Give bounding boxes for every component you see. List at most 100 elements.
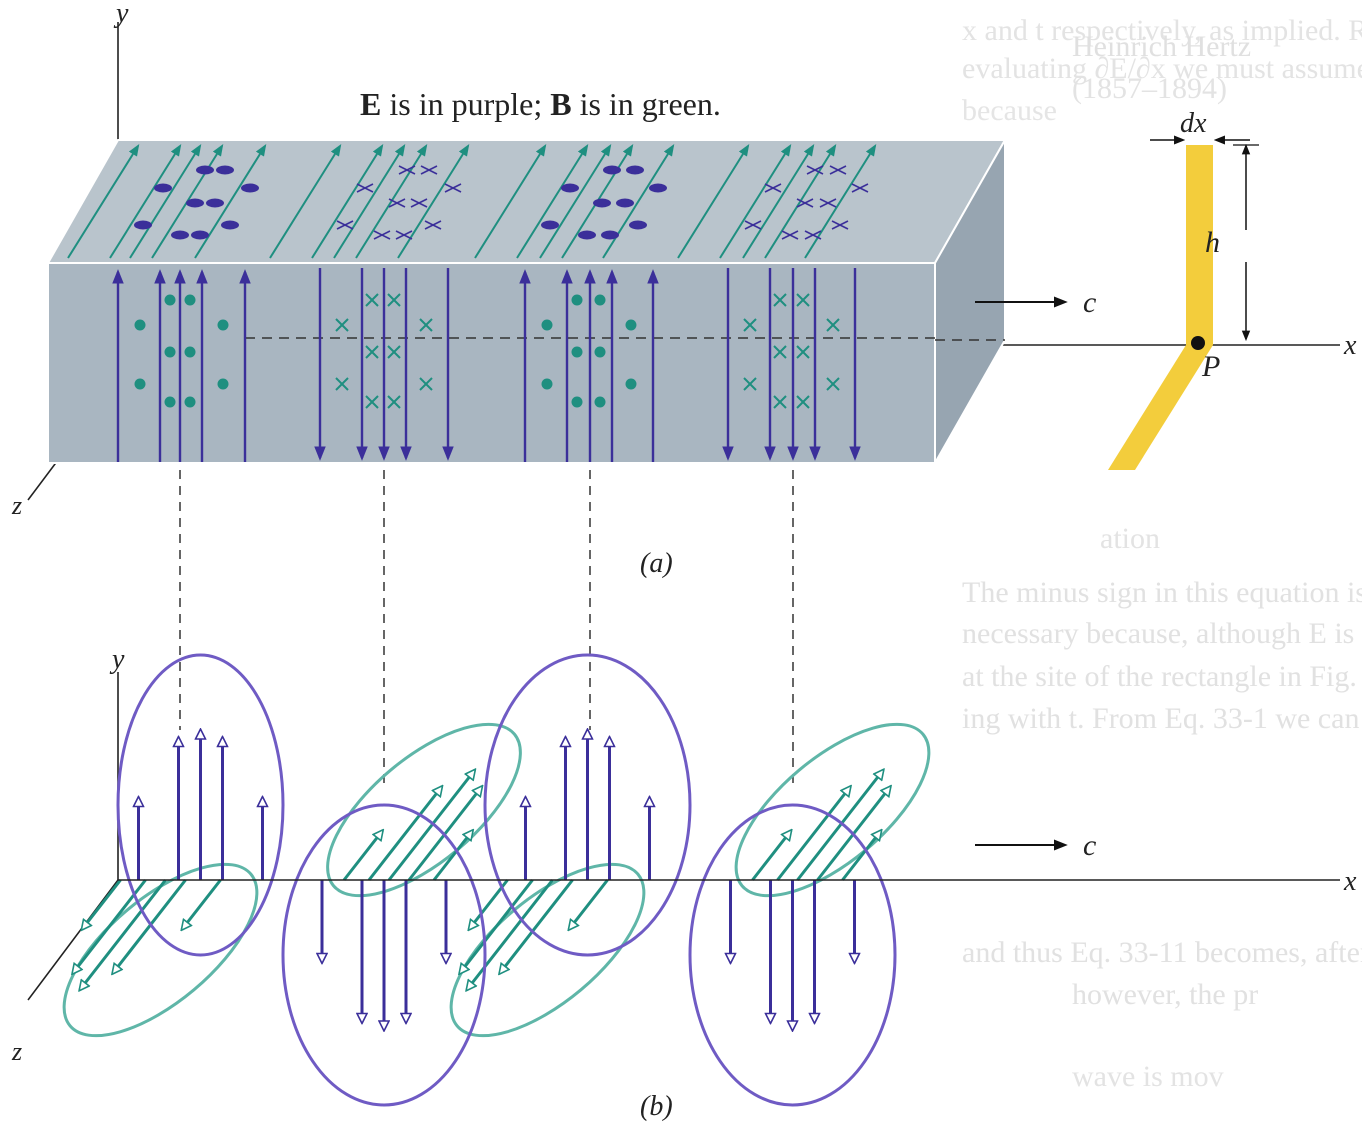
b-into-page-cross [419,318,433,332]
b-field-line [67,143,140,259]
top-dot [241,183,259,193]
cross-stroke [806,165,824,175]
top-cross [796,198,814,208]
cross-stroke [365,293,379,307]
point-p-label: P [1201,350,1220,383]
b-out-of-page-dot [594,346,606,358]
cross-stroke [335,377,349,391]
cross-stroke [851,183,869,193]
b-into-page-cross [387,395,401,409]
b-into-page-cross [773,395,787,409]
top-dot [601,230,619,240]
top-cross [806,165,824,175]
top-dot [221,220,239,230]
faded-text-line: ing with t. From Eq. 33-1 we can write [962,702,1362,735]
b-field-vector [467,879,554,990]
b-out-of-page-dot [571,396,583,408]
top-cross [420,165,438,175]
b-field-line [719,143,792,259]
wave-field-vectors [62,653,931,1107]
z-axis-b [27,879,119,1001]
b-out-of-page-dot [541,319,553,331]
top-dot [629,220,647,230]
cross-stroke [744,220,762,230]
cross-stroke [826,377,840,391]
b-field-vector [432,831,473,881]
b-into-page-cross [826,318,840,332]
top-cross [744,220,762,230]
b-out-of-page-dot [184,396,196,408]
cross-stroke [826,318,840,332]
cross-stroke [743,318,757,332]
cross-stroke [388,198,406,208]
b-field-vector [500,879,574,974]
b-into-page-cross [796,395,810,409]
e-field-loop [688,803,897,1107]
b-field-line [397,143,470,259]
projection-lines [179,470,794,790]
b-field-vector [82,879,122,930]
b-into-page-cross [743,318,757,332]
b-field-line [269,143,342,259]
faded-text-line: wave is mov [1072,1060,1224,1093]
b-into-page-cross [796,345,810,359]
b-out-of-page-dot [625,319,637,331]
top-cross [444,183,462,193]
faded-text-line: x and t respectively, as implied. Rememb… [962,14,1362,47]
faded-text-line: however, the pr [1072,978,1259,1011]
top-dot [196,165,214,175]
b-field-line [742,143,815,259]
top-cross [764,183,782,193]
b-field-vector [182,879,222,930]
b-field-line [109,143,182,259]
b-out-of-page-dot [164,294,176,306]
top-cross [373,230,391,240]
b-into-page-cross [773,345,787,359]
x-axis-b-label: x [1343,866,1357,897]
e-loop-ellipse [483,653,692,957]
top-dot [191,230,209,240]
b-loop-ellipse [62,862,259,1038]
speed-label-b: c [1083,829,1096,862]
top-dot [154,183,172,193]
b-field-line [764,143,837,259]
cross-stroke [420,165,438,175]
cross-stroke [336,220,354,230]
point-p [1191,336,1205,350]
b-into-page-cross [365,395,379,409]
cross-stroke [373,230,391,240]
cross-stroke [773,395,787,409]
b-into-page-cross [419,377,433,391]
cross-stroke [743,377,757,391]
b-out-of-page-dot [134,378,146,390]
b-field-vector [387,770,475,881]
top-dot [186,198,204,208]
b-field-line [516,143,589,259]
b-out-of-page-dot [184,346,196,358]
strip-diagonal [1108,345,1213,470]
b-field-line [129,143,202,259]
x-axis-a-label: x [1343,330,1357,361]
b-loop-ellipse [449,862,646,1038]
cross-stroke [819,198,837,208]
b-field-vector [751,831,792,881]
cross-stroke [796,293,810,307]
y-axis-a-label: y [113,0,129,29]
b-field-vector [841,831,882,881]
cross-stroke [335,318,349,332]
b-field-line [677,143,750,259]
e-loop-ellipse [116,653,285,957]
top-cross [804,230,822,240]
top-dot [171,230,189,240]
top-dot [578,230,596,240]
cross-stroke [764,183,782,193]
cross-stroke [831,220,849,230]
speed-label-a: c [1083,286,1096,319]
b-field-vector [113,879,187,974]
faded-text-line: Heinrich Hertz [1072,30,1252,63]
field-slab [46,136,1007,467]
b-field-line [194,143,267,259]
top-cross [395,230,413,240]
